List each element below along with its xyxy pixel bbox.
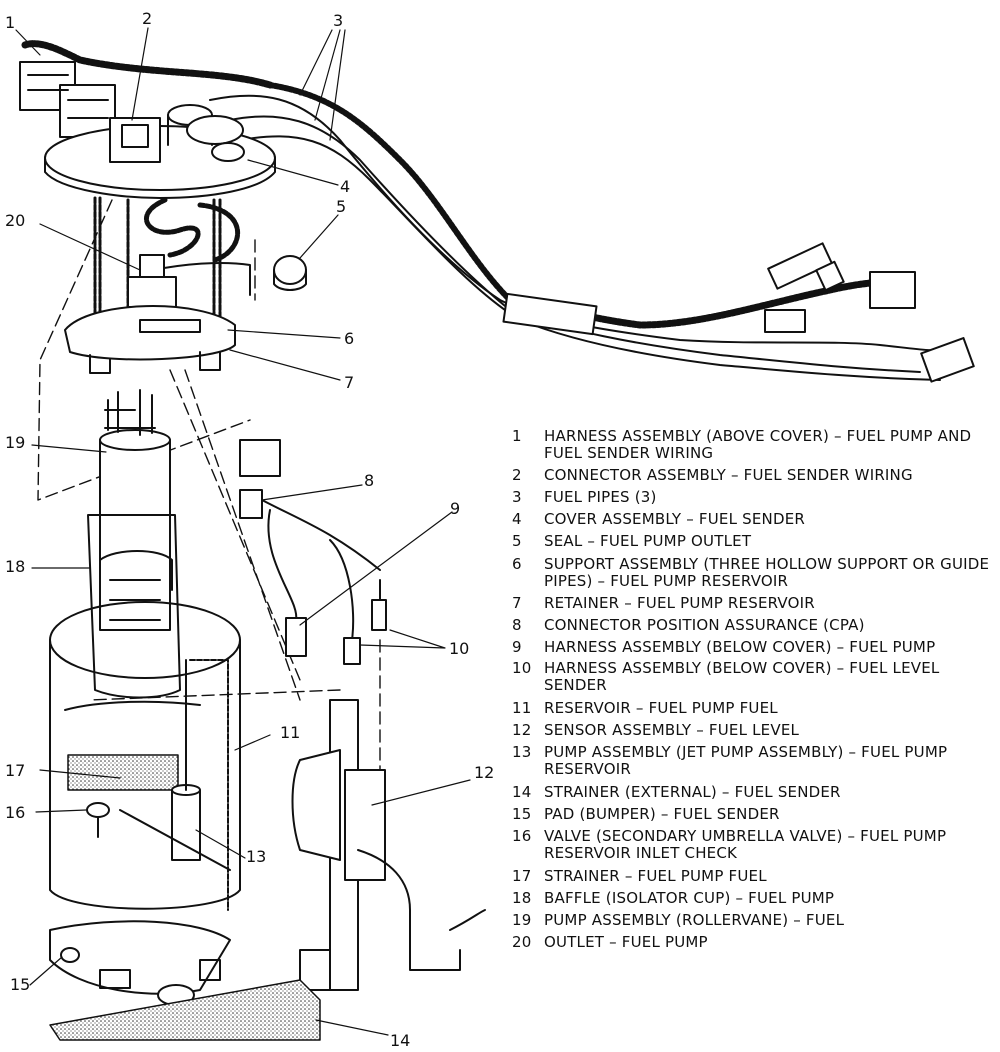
legend-text: CONNECTOR POSITION ASSURANCE (CPA) (544, 616, 865, 634)
fuel-pipes (209, 94, 975, 383)
legend-text: VALVE (SECONDARY UMBRELLA VALVE) – FUEL … (544, 827, 947, 862)
legend-text: HARNESS ASSEMBLY (BELOW COVER) – FUEL PU… (544, 638, 936, 656)
legend-number: 10 (512, 659, 532, 677)
callout-15: 15 (10, 975, 30, 994)
callout-labels: 1 2 3 4 5 20 6 7 19 8 9 18 10 11 17 12 1… (5, 9, 494, 1050)
legend-item: 2 CONNECTOR ASSEMBLY – FUEL SENDER WIRING (512, 467, 1000, 484)
legend-text: RETAINER – FUEL PUMP RESERVOIR (544, 594, 815, 612)
legend-number: 3 (512, 488, 522, 506)
legend-item: 11 RESERVOIR – FUEL PUMP FUEL (512, 700, 1000, 717)
legend-text: STRAINER (EXTERNAL) – FUEL SENDER (544, 783, 841, 801)
baffle-isolator-cup (87, 514, 181, 699)
legend-number: 6 (512, 555, 522, 573)
outlet-seal (273, 255, 307, 285)
callout-13: 13 (246, 847, 266, 866)
legend-item: 14 STRAINER (EXTERNAL) – FUEL SENDER (512, 784, 1000, 801)
callout-11: 11 (280, 723, 300, 742)
callout-12: 12 (474, 763, 494, 782)
legend-text: SEAL – FUEL PUMP OUTLET (544, 532, 752, 550)
callout-3: 3 (333, 11, 343, 30)
umbrella-valve (86, 802, 110, 838)
callout-7: 7 (344, 373, 354, 392)
legend-number: 7 (512, 594, 522, 612)
legend-text: PUMP ASSEMBLY (JET PUMP ASSEMBLY) – FUEL… (544, 743, 948, 778)
legend-number: 2 (512, 466, 522, 484)
callout-5: 5 (336, 197, 346, 216)
legend-text: RESERVOIR – FUEL PUMP FUEL (544, 699, 778, 717)
legend-text: FUEL PIPES (3) (544, 488, 657, 506)
legend-text: COVER ASSEMBLY – FUEL SENDER (544, 510, 806, 528)
legend-text: OUTLET – FUEL PUMP (544, 933, 708, 951)
legend-number: 14 (512, 783, 532, 801)
legend-item: 4 COVER ASSEMBLY – FUEL SENDER (512, 511, 1000, 528)
legend-number: 16 (512, 827, 532, 845)
callout-16: 16 (5, 803, 25, 822)
reservoir-retainer (64, 305, 236, 374)
legend-item: 16 VALVE (SECONDARY UMBRELLA VALVE) – FUE… (512, 828, 1000, 862)
external-strainer (49, 979, 321, 1041)
legend-item: 6 SUPPORT ASSEMBLY (THREE HOLLOW SUPPORT … (512, 556, 1000, 590)
legend-item: 3 FUEL PIPES (3) (512, 489, 1000, 506)
legend-item: 15 PAD (BUMPER) – FUEL SENDER (512, 806, 1000, 823)
callout-14: 14 (390, 1031, 410, 1050)
legend-item: 17 STRAINER – FUEL PUMP FUEL (512, 868, 1000, 885)
legend-number: 19 (512, 911, 532, 929)
legend-item: 5 SEAL – FUEL PUMP OUTLET (512, 533, 1000, 550)
callout-9: 9 (450, 499, 460, 518)
callout-20: 20 (5, 211, 25, 230)
legend-text: SUPPORT ASSEMBLY (THREE HOLLOW SUPPORT O… (544, 555, 990, 590)
callout-18: 18 (5, 557, 25, 576)
legend-item: 7 RETAINER – FUEL PUMP RESERVOIR (512, 595, 1000, 612)
legend-item: 20 OUTLET – FUEL PUMP (512, 934, 1000, 951)
legend-item: 10 HARNESS ASSEMBLY (BELOW COVER) – FUEL … (512, 660, 1000, 694)
harness-below-cover (239, 439, 387, 665)
baffle-plate (49, 920, 231, 1006)
legend-number: 11 (512, 699, 532, 717)
legend-number: 8 (512, 616, 522, 634)
fuel-pump-reservoir (49, 601, 241, 911)
legend-text: PUMP ASSEMBLY (ROLLERVANE) – FUEL (544, 911, 845, 929)
callout-4: 4 (340, 177, 350, 196)
legend-number: 15 (512, 805, 532, 823)
legend-item: 12 SENSOR ASSEMBLY – FUEL LEVEL (512, 722, 1000, 739)
legend-number: 18 (512, 889, 532, 907)
callout-1: 1 (5, 13, 15, 32)
legend-text: SENSOR ASSEMBLY – FUEL LEVEL (544, 721, 800, 739)
legend-item: 1 HARNESS ASSEMBLY (ABOVE COVER) – FUEL P… (512, 428, 1000, 462)
fuel-level-sensor (291, 699, 486, 991)
legend-number: 9 (512, 638, 522, 656)
legend-text: BAFFLE (ISOLATOR CUP) – FUEL PUMP (544, 889, 835, 907)
legend-item: 8 CONNECTOR POSITION ASSURANCE (CPA) (512, 617, 1000, 634)
legend-number: 13 (512, 743, 532, 761)
legend-number: 5 (512, 532, 522, 550)
fuel-pump-outlet (127, 254, 251, 308)
legend-number: 12 (512, 721, 532, 739)
legend-text: PAD (BUMPER) – FUEL SENDER (544, 805, 780, 823)
legend-item: 19 PUMP ASSEMBLY (ROLLERVANE) – FUEL (512, 912, 1000, 929)
rollervane-pump (99, 389, 171, 631)
callout-19: 19 (5, 433, 25, 452)
cover-assembly (44, 104, 276, 199)
legend-text: HARNESS ASSEMBLY (BELOW COVER) – FUEL LE… (544, 659, 940, 694)
legend-number: 1 (512, 427, 522, 445)
legend-number: 17 (512, 867, 532, 885)
callout-10: 10 (449, 639, 469, 658)
legend-item: 9 HARNESS ASSEMBLY (BELOW COVER) – FUEL P… (512, 639, 1000, 656)
callout-6: 6 (344, 329, 354, 348)
legend-number: 20 (512, 933, 532, 951)
callout-17: 17 (5, 761, 25, 780)
legend-number: 4 (512, 510, 522, 528)
parts-legend: 1 HARNESS ASSEMBLY (ABOVE COVER) – FUEL P… (512, 428, 1000, 951)
callout-2: 2 (142, 9, 152, 28)
legend-item: 13 PUMP ASSEMBLY (JET PUMP ASSEMBLY) – FU… (512, 744, 1000, 778)
jet-pump-assembly (119, 659, 231, 871)
callout-8: 8 (364, 471, 374, 490)
legend-text: STRAINER – FUEL PUMP FUEL (544, 867, 767, 885)
legend-text: CONNECTOR ASSEMBLY – FUEL SENDER WIRING (544, 466, 913, 484)
legend-item: 18 BAFFLE (ISOLATOR CUP) – FUEL PUMP (512, 890, 1000, 907)
legend-text: HARNESS ASSEMBLY (ABOVE COVER) – FUEL PU… (544, 427, 972, 462)
